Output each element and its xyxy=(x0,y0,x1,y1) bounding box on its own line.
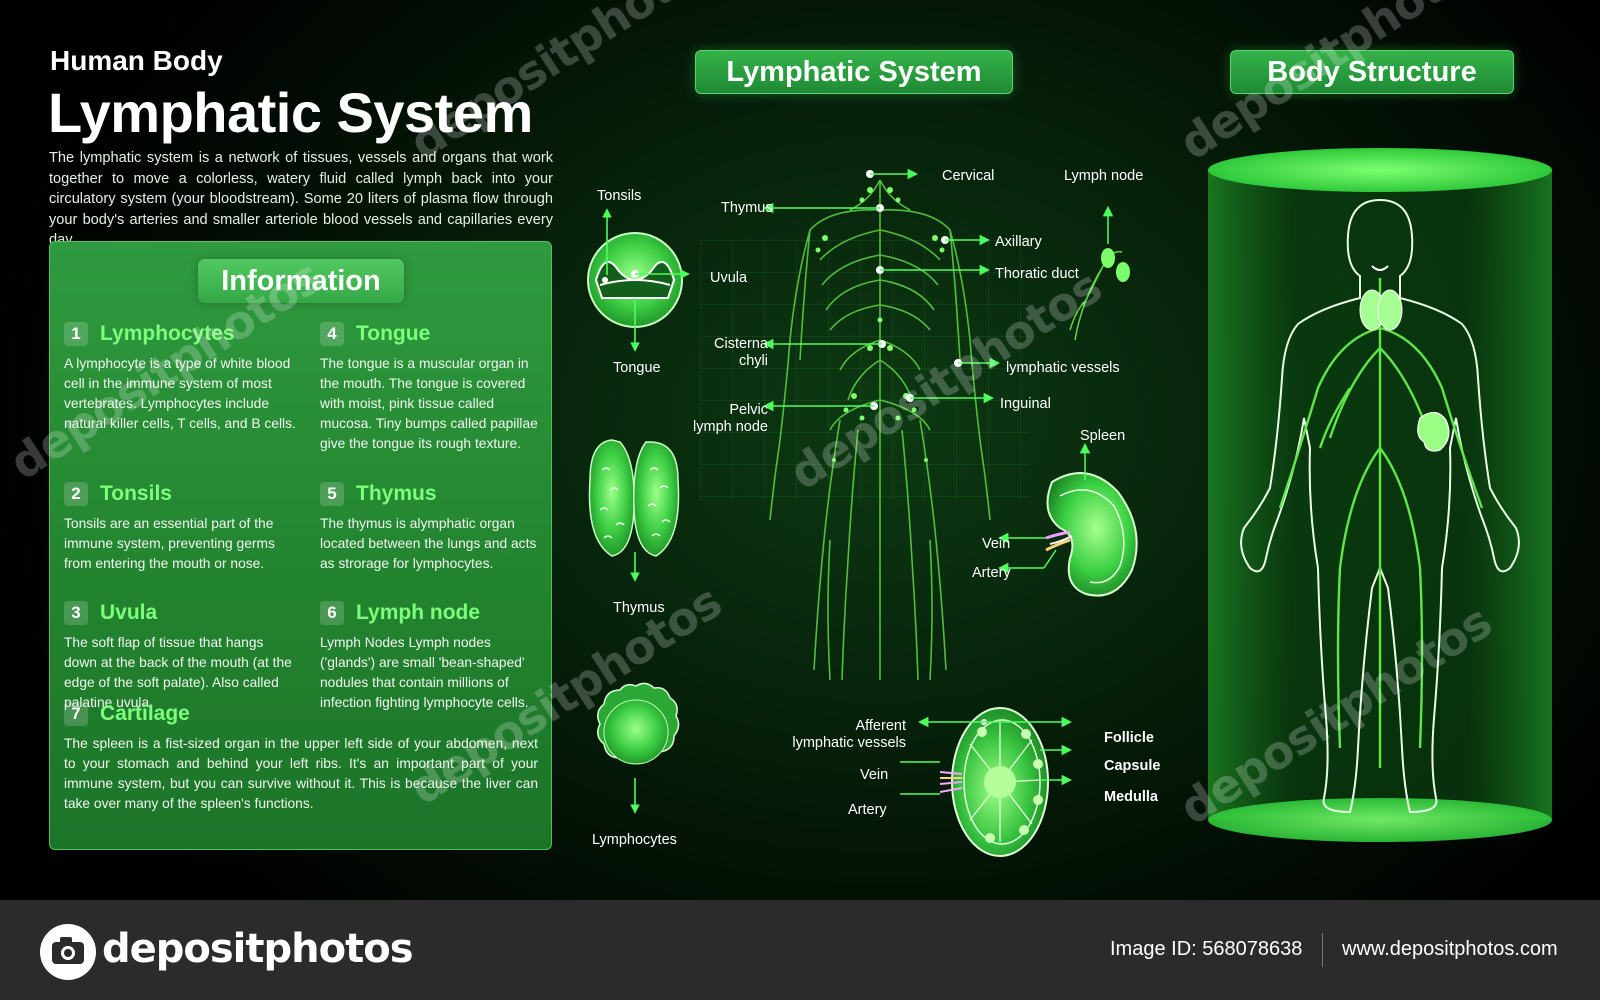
pelvic-label-line1: Pelvic xyxy=(729,402,768,418)
body-structure-illustration xyxy=(1208,148,1552,842)
mouth-circle-illustration xyxy=(587,232,683,328)
body-label-pointers xyxy=(762,168,1001,412)
medulla-label: Medulla xyxy=(1104,789,1158,805)
info-text-lymphocytes: A lymphocyte is a type of white blood ce… xyxy=(64,356,296,431)
lymphatic-system-title: Lymphatic System xyxy=(695,50,1013,94)
info-title-cartilage: Cartilage xyxy=(100,702,190,725)
lymph-node-cross-section xyxy=(900,707,1073,857)
image-id-text: Image ID: 568078638 xyxy=(1110,938,1303,960)
info-number: 1 xyxy=(64,322,88,346)
info-item-uvula: 3 Uvula The soft flap of tissue that hang… xyxy=(64,599,300,713)
spleen-vein-label: Vein xyxy=(982,536,1011,552)
info-item-cartilage: 7 Cartilage The spleen is a fist-sized or… xyxy=(64,700,538,814)
info-title-tongue: Tongue xyxy=(356,322,431,345)
information-title: Information xyxy=(198,259,404,303)
header-subtitle: Human Body xyxy=(50,45,223,76)
page-title: Lymphatic System xyxy=(48,81,533,144)
info-number: 6 xyxy=(320,601,344,625)
node-artery-label: Artery xyxy=(848,802,887,818)
info-text-cartilage: The spleen is a fist-sized organ in the … xyxy=(64,736,538,811)
lymph-node-label: Lymph node xyxy=(1064,168,1144,184)
lymphatic-vessels-label: lymphatic vessels xyxy=(1006,360,1120,376)
cervical-label: Cervical xyxy=(942,168,995,184)
node-vein-label: Vein xyxy=(860,767,889,783)
thymus-illustration xyxy=(588,439,680,557)
info-number: 2 xyxy=(64,482,88,506)
organs-illustration xyxy=(587,208,690,814)
afferent-label-line1: Afferent xyxy=(855,718,906,734)
info-number: 3 xyxy=(64,601,88,625)
lymphatic-body-diagram xyxy=(762,168,1130,681)
body-spleen xyxy=(1417,411,1450,452)
info-item-lymphocytes: 1 Lymphocytes A lymphocyte is a type of w… xyxy=(64,320,300,434)
information-panel: Information 1 Lymphocytes A lymphocyte is… xyxy=(49,241,552,850)
tongue-label: Tongue xyxy=(613,360,661,376)
info-title-tonsils: Tonsils xyxy=(100,482,172,505)
info-item-tonsils: 2 Tonsils Tonsils are an essential part o… xyxy=(64,480,300,574)
body-structure-title: Body Structure xyxy=(1230,50,1514,94)
info-item-tongue: 4 Tongue The tongue is a muscular organ i… xyxy=(320,320,540,454)
lymph-vessel-network xyxy=(769,179,991,681)
footer-bar: depositphotos Image ID: 568078638 www.de… xyxy=(0,900,1600,1000)
intro-paragraph: The lymphatic system is a network of tis… xyxy=(49,150,553,248)
info-title-thymus: Thymus xyxy=(356,482,437,505)
axillary-label: Axillary xyxy=(995,234,1042,250)
pelvic-label-line2: lymph node xyxy=(693,419,768,435)
afferent-label-line2: lymphatic vessels xyxy=(792,735,906,751)
camera-logo-icon xyxy=(40,924,96,980)
body-lymph-vessels xyxy=(1278,278,1484,768)
infographic-canvas: Human Body Lymphatic System The lymphati… xyxy=(0,0,1600,900)
info-number: 4 xyxy=(320,322,344,346)
footer-divider xyxy=(1322,933,1323,967)
info-number: 7 xyxy=(64,702,88,726)
lymphocyte-illustration xyxy=(597,682,680,765)
spleen-label: Spleen xyxy=(1080,428,1126,444)
info-text-lymph-node: Lymph Nodes Lymph nodes ('glands') are s… xyxy=(320,635,529,710)
info-text-uvula: The soft flap of tissue that hangs down … xyxy=(64,635,292,710)
spleen-illustration xyxy=(997,442,1138,597)
lymph-node-detail xyxy=(1069,205,1130,341)
spleen-artery-label: Artery xyxy=(972,565,1011,581)
website-link[interactable]: www.depositphotos.com xyxy=(1342,938,1558,960)
lymphocytes-label: Lymphocytes xyxy=(592,832,677,848)
info-text-tonsils: Tonsils are an essential part of the imm… xyxy=(64,516,275,571)
tonsils-label: Tonsils xyxy=(597,188,642,204)
info-title-lymphocytes: Lymphocytes xyxy=(100,322,235,345)
uvula-label: Uvula xyxy=(710,270,748,286)
inguinal-label: Inguinal xyxy=(1000,396,1051,412)
info-item-lymph-node: 6 Lymph node Lymph Nodes Lymph nodes ('gl… xyxy=(320,599,540,713)
info-item-thymus: 5 Thymus The thymus is alymphatic organ l… xyxy=(320,480,540,574)
info-text-tongue: The tongue is a muscular organ in the mo… xyxy=(320,356,538,451)
thoracic-duct-label: Thoratic duct xyxy=(995,266,1079,282)
brand-name: depositphotos xyxy=(102,926,414,972)
info-text-thymus: The thymus is alymphatic organ located b… xyxy=(320,516,537,571)
thymus-organ-label: Thymus xyxy=(613,600,665,616)
thymus-body-label: Thymus xyxy=(721,200,773,216)
body-thymus xyxy=(1359,289,1403,331)
info-title-lymph-node: Lymph node xyxy=(356,601,481,624)
cisterna-label-line2: chyli xyxy=(738,353,768,369)
follicle-label: Follicle xyxy=(1104,730,1154,746)
info-number: 5 xyxy=(320,482,344,506)
info-title-uvula: Uvula xyxy=(100,601,158,624)
cisterna-label-line1: Cisterna xyxy=(714,336,768,352)
capsule-label: Capsule xyxy=(1104,758,1161,774)
